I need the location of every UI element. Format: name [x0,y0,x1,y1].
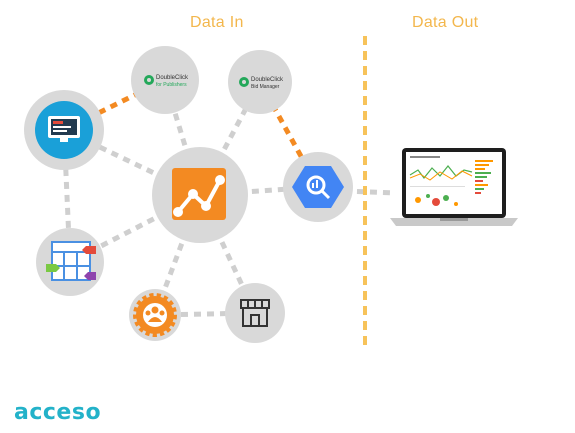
publishers-label-line2: for Publishers [156,82,187,88]
gear-people-icon [133,293,177,337]
layout-icon [51,241,91,281]
bid-manager-node: DoubleClick Bid Manager [228,50,292,114]
laptop-dashboard [390,148,518,226]
data-in-heading: Data In [190,14,244,31]
website-node [24,90,104,170]
analytics-icon [172,168,226,220]
acceso-logo: acceso [14,400,102,425]
data-out-heading: Data Out [412,14,479,31]
crm-node [129,289,181,341]
publishers-label-line1: DoubleClick [156,75,189,81]
bid-manager-label-line1: DoubleClick [251,77,284,83]
bigquery-node [283,152,353,222]
store-node [225,283,285,343]
bid-manager-label-line2: Bid Manager [251,84,280,90]
dashboard-chart [409,156,493,206]
storefront-icon [240,299,270,327]
content-node [36,228,104,296]
publishers-node: DoubleClick for Publishers [131,46,199,114]
google-analytics-node [152,147,248,243]
